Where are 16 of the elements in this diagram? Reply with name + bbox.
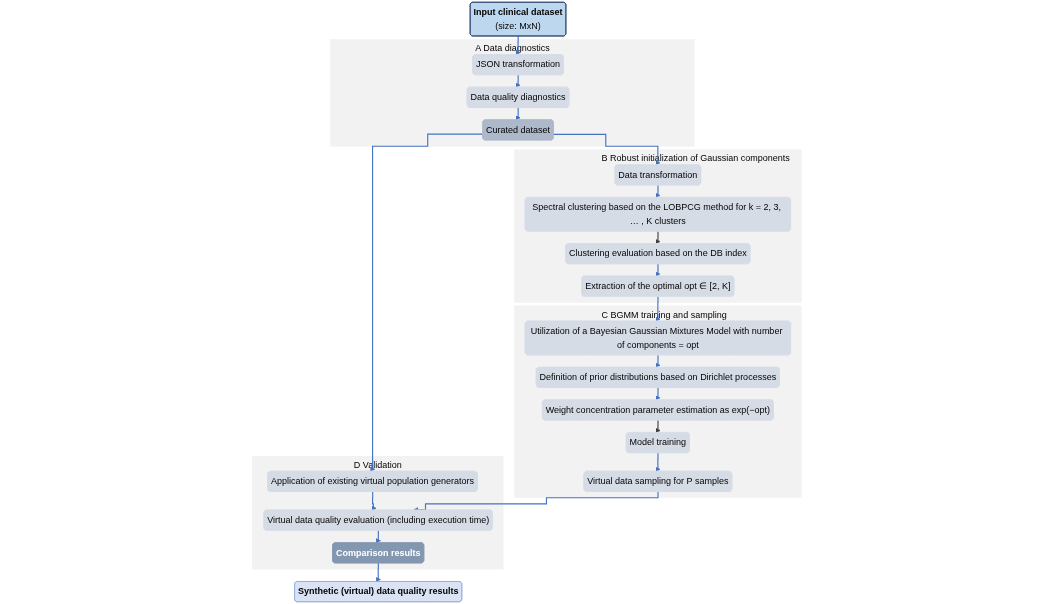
arrow xyxy=(655,387,661,401)
arrow xyxy=(515,74,521,88)
arrow xyxy=(655,452,661,472)
arrow xyxy=(655,184,661,198)
arrow xyxy=(655,419,661,433)
arrow xyxy=(375,530,381,544)
arrow xyxy=(371,491,377,511)
arrow xyxy=(655,354,661,368)
arrow xyxy=(515,35,521,56)
arrow xyxy=(370,133,484,472)
arrow xyxy=(515,107,521,121)
arrow xyxy=(655,296,661,322)
arrow xyxy=(375,562,381,582)
arrow xyxy=(655,263,661,277)
arrow xyxy=(655,230,661,244)
arrow xyxy=(552,133,661,166)
